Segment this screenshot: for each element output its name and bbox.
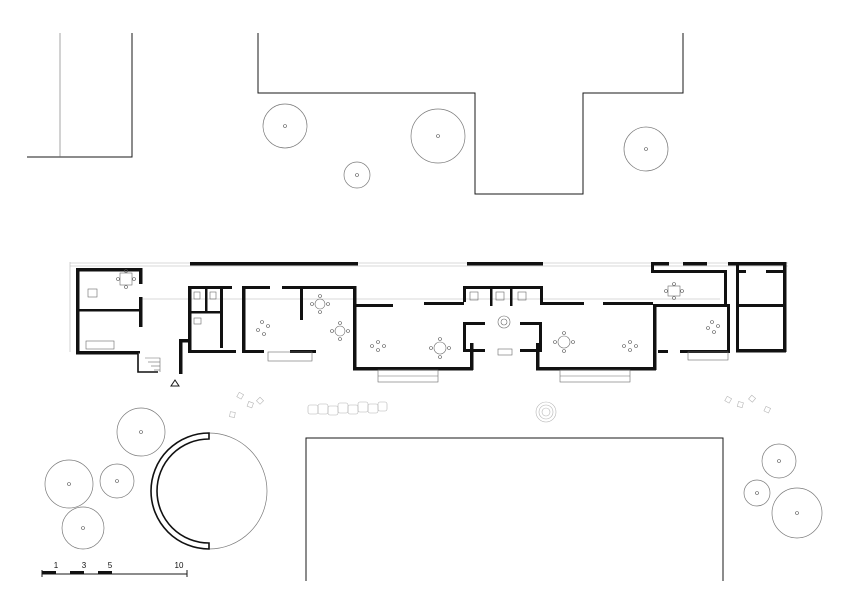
tree [262, 103, 308, 149]
building-plan [69, 262, 788, 387]
round-table [429, 337, 451, 359]
group-room-2 [536, 302, 657, 383]
spiral-feature [535, 401, 557, 423]
scale-label-3: 3 [82, 561, 87, 570]
scale-label-5: 5 [108, 561, 113, 570]
scale-bar: 1 3 5 10 [41, 561, 188, 577]
seat-cluster [370, 340, 386, 352]
north-wall [467, 262, 543, 266]
neighbouring-building-top [257, 33, 684, 195]
stepping-stones [307, 401, 388, 416]
tree [771, 487, 823, 539]
central-core [424, 286, 543, 352]
entrance-marker [170, 379, 180, 387]
trees [44, 103, 823, 550]
table-with-chairs [664, 282, 684, 300]
neighbouring-building-left [27, 33, 133, 158]
seat-cluster [622, 340, 638, 352]
round-table [330, 321, 350, 341]
window-strip [267, 351, 313, 362]
neighbouring-building-bottom [305, 437, 724, 581]
service-rooms [188, 286, 270, 353]
seat-cluster [706, 320, 720, 334]
round-table [310, 294, 330, 314]
seat-cluster [256, 320, 270, 336]
tree [116, 407, 166, 457]
table-with-chairs [116, 269, 136, 289]
tree [99, 463, 135, 499]
scattered-stones [229, 391, 771, 418]
tree [44, 459, 94, 509]
round-table [497, 315, 511, 329]
window-strip [497, 348, 513, 356]
east-wing [651, 262, 787, 361]
west-wing [76, 268, 189, 374]
round-table [553, 331, 575, 353]
scale-label-1: 1 [54, 561, 59, 570]
tree [343, 161, 371, 189]
tree [743, 479, 771, 507]
scale-label-10: 10 [175, 561, 184, 570]
tree [61, 506, 105, 550]
furniture-groups [256, 294, 720, 359]
tree [623, 126, 669, 172]
tree [761, 443, 797, 479]
north-wall [190, 262, 358, 266]
group-room-1 [282, 286, 474, 383]
circular-pavilion [150, 432, 268, 550]
tree [410, 108, 466, 164]
